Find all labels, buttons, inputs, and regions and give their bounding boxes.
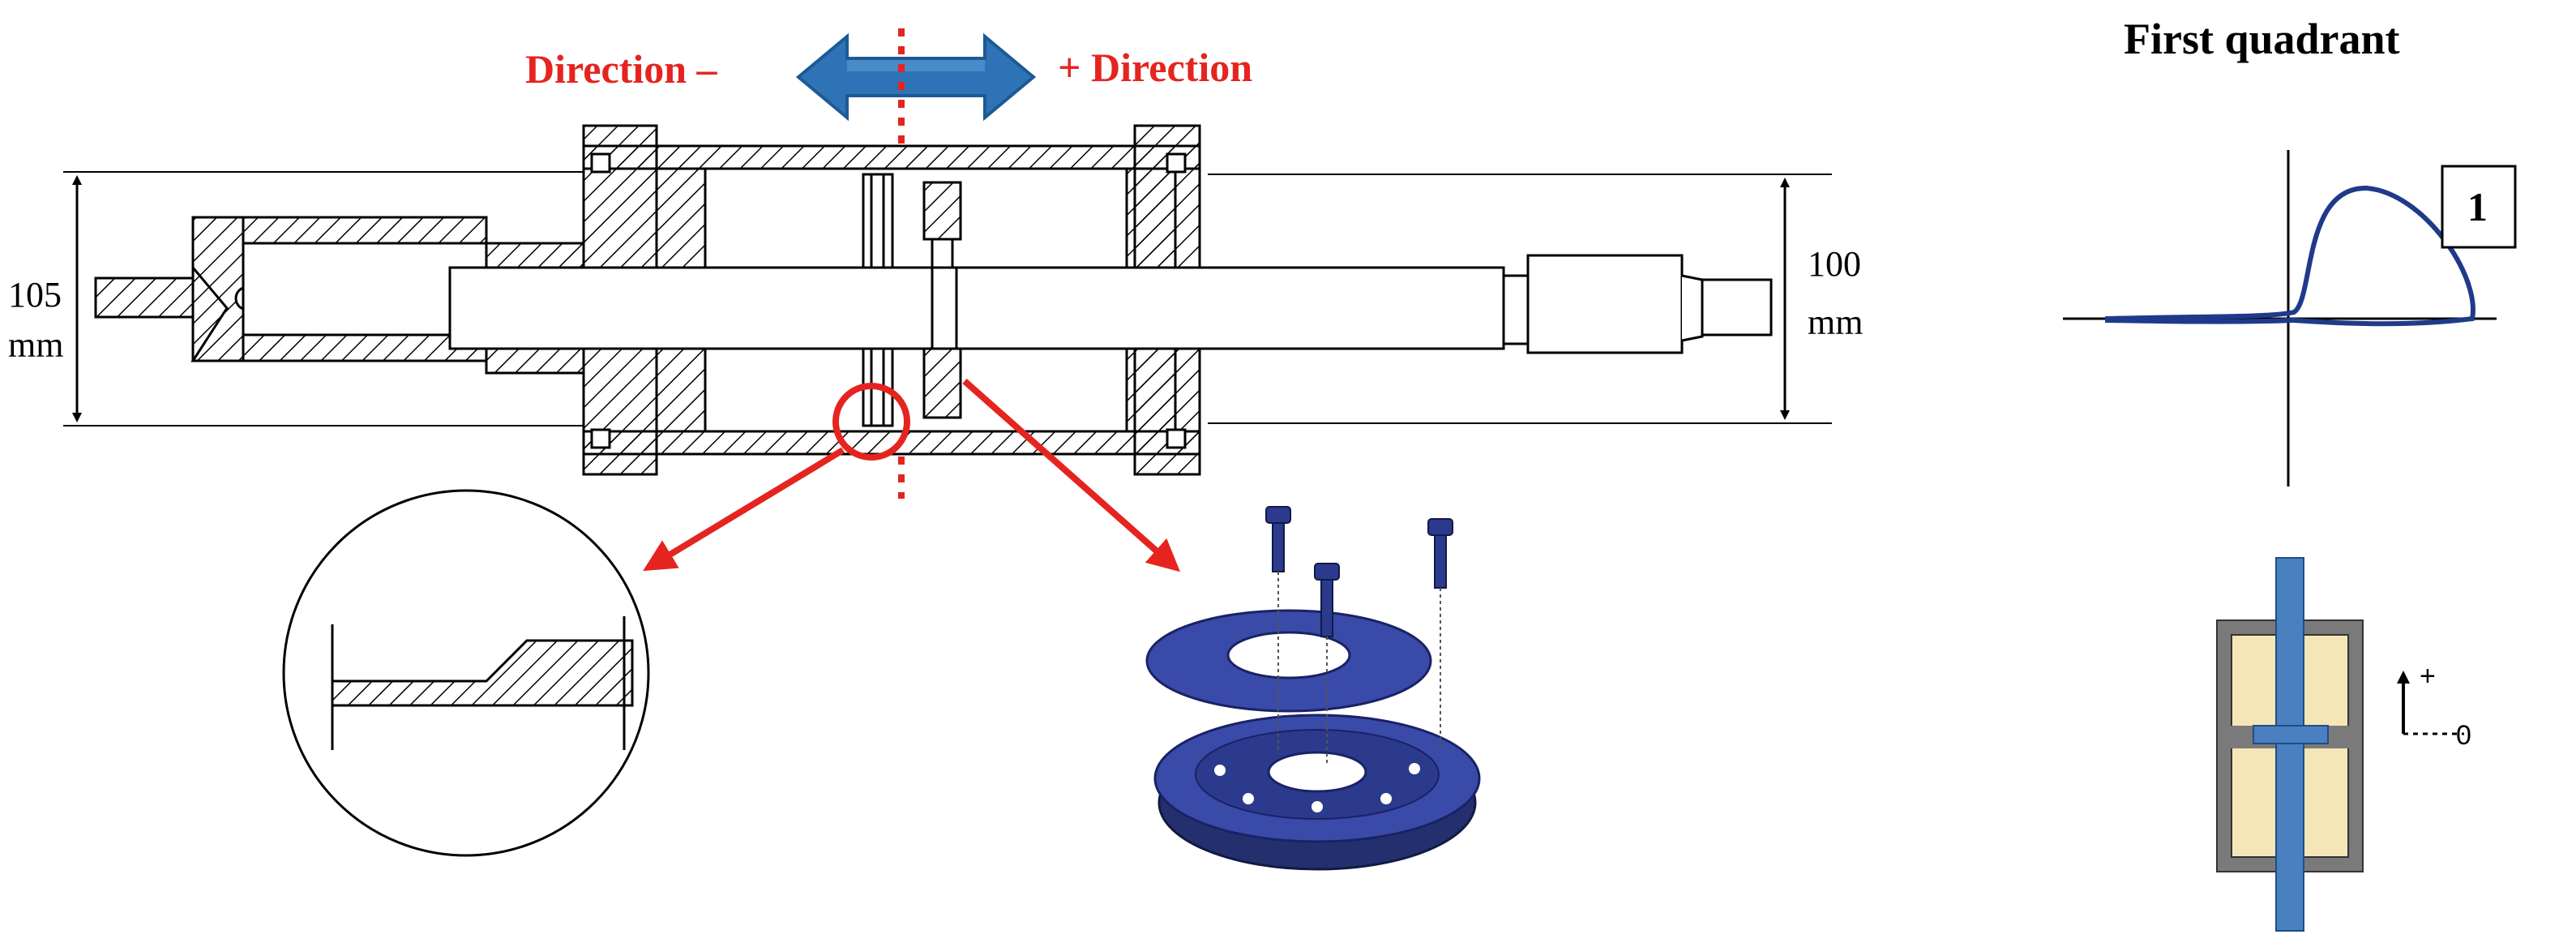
detail-highlight-circle xyxy=(832,383,910,461)
damper-assembly xyxy=(94,124,1773,476)
dimension-right-unit: mm xyxy=(1808,302,1863,342)
schematic-zero-label: 0 xyxy=(2456,720,2471,751)
detail-zoom-circle xyxy=(282,489,650,857)
schematic-plus-label: + xyxy=(2420,661,2436,692)
damper-schematic xyxy=(2216,557,2464,932)
direction-positive-label: + Direction xyxy=(1058,45,1252,90)
quadrant-number: 1 xyxy=(2467,184,2488,229)
dimension-right xyxy=(1208,174,1832,424)
dimension-left-unit: mm xyxy=(8,325,63,365)
quadrant-number-box xyxy=(2441,165,2517,249)
dimension-right-value: 100 xyxy=(1808,244,1861,284)
dimension-left-value: 105 xyxy=(8,275,62,315)
direction-negative-label: Direction – xyxy=(525,46,718,92)
direction-double-arrow xyxy=(795,32,1037,122)
valve-plate-exploded xyxy=(1145,506,1481,871)
quadrant-plot xyxy=(2063,150,2497,487)
quadrant-title: First quadrant xyxy=(2124,15,2400,63)
callout-arrow-right xyxy=(962,379,1180,572)
callout-arrow-left xyxy=(643,447,845,572)
